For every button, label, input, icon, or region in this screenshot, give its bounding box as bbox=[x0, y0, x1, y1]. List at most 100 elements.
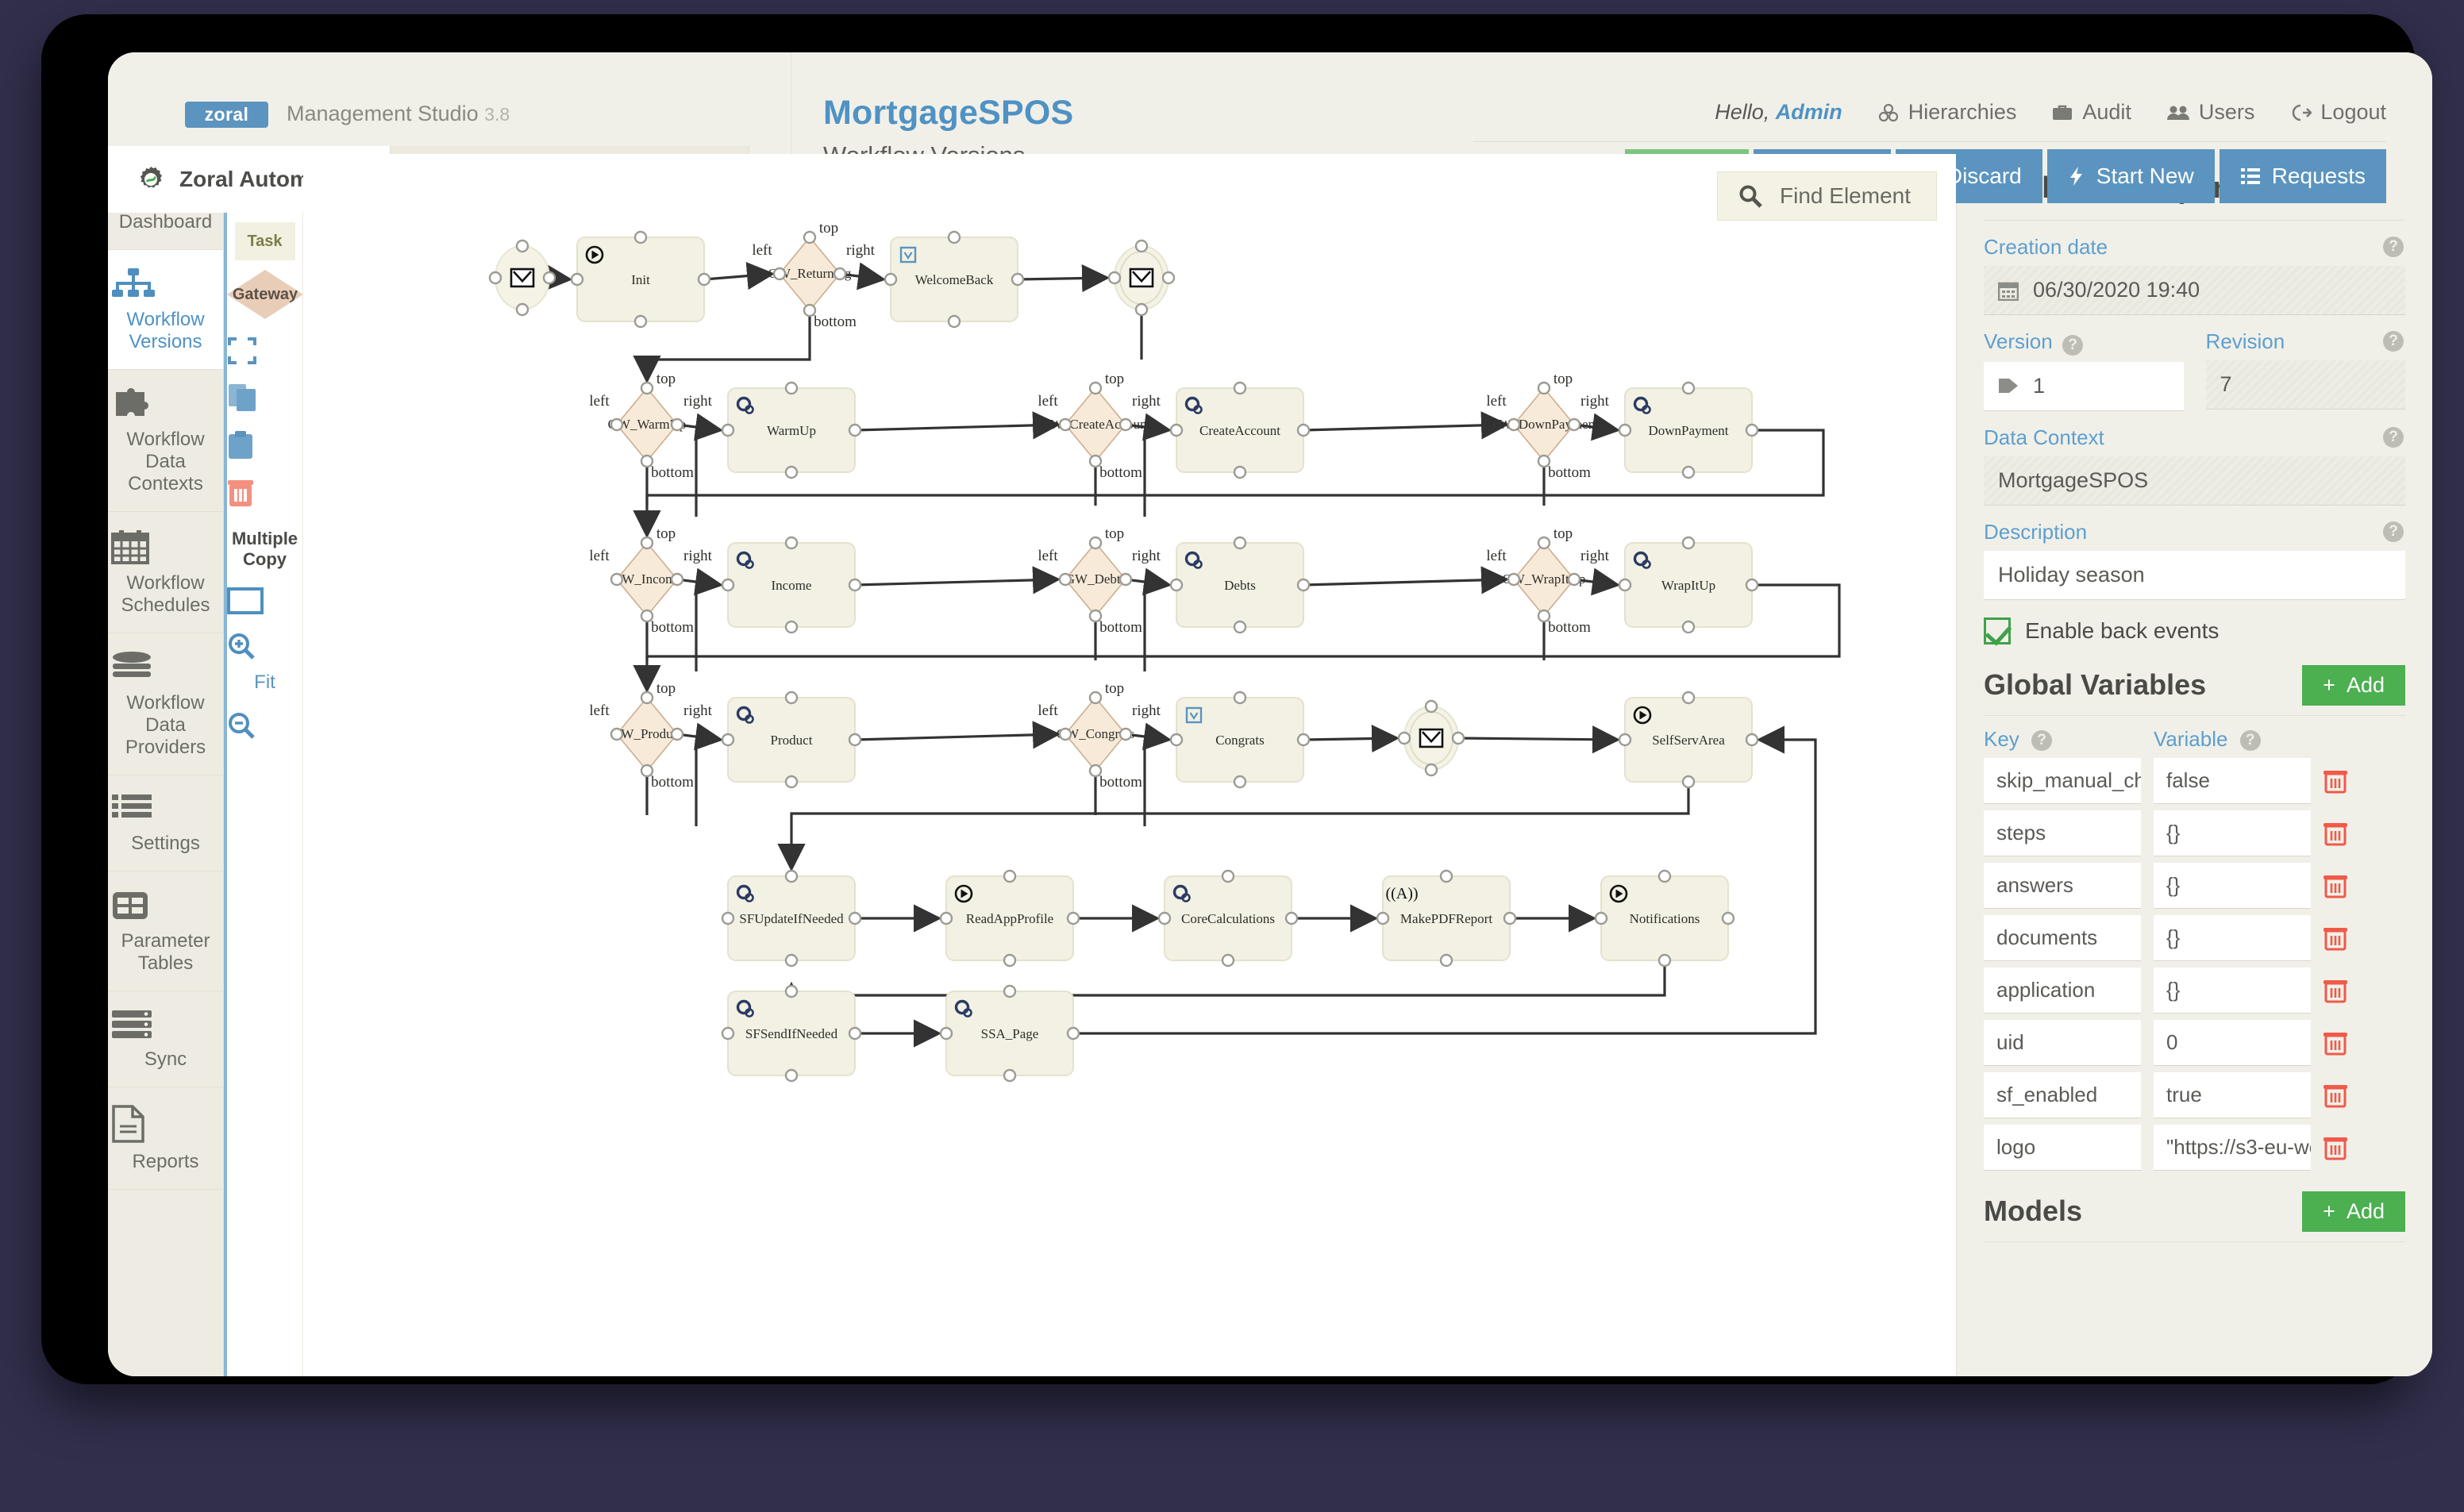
diagram-connector[interactable] bbox=[854, 566, 1061, 594]
diagram-event[interactable] bbox=[488, 239, 556, 317]
select-all-icon[interactable] bbox=[227, 337, 302, 365]
diagram-task[interactable]: SFSendIfNeeded bbox=[721, 984, 862, 1083]
multiple-copy-box-icon[interactable] bbox=[227, 587, 302, 614]
find-element-button[interactable]: Find Element bbox=[1717, 171, 1937, 221]
fit-button[interactable]: Fit bbox=[254, 671, 275, 693]
link-hierarchies[interactable]: Hierarchies bbox=[1877, 100, 2016, 125]
delete-icon[interactable] bbox=[227, 478, 302, 508]
link-audit[interactable]: Audit bbox=[2051, 100, 2131, 125]
global-variable-value-input[interactable]: {} bbox=[2154, 862, 2311, 909]
diagram-connector[interactable] bbox=[777, 782, 1690, 872]
diagram-connector[interactable] bbox=[676, 567, 724, 596]
global-variable-key-input[interactable]: documents bbox=[1984, 914, 2141, 961]
add-model-button[interactable]: + Add bbox=[2302, 1191, 2405, 1232]
diagram-connector[interactable] bbox=[854, 721, 1061, 749]
diagram-connector[interactable] bbox=[1303, 411, 1510, 440]
global-variable-key-input[interactable]: logo bbox=[1984, 1124, 2141, 1171]
zoom-out-icon[interactable] bbox=[227, 711, 302, 740]
global-variable-value-input[interactable]: 0 bbox=[2154, 1019, 2311, 1066]
global-variable-key-input[interactable]: sf_enabled bbox=[1984, 1071, 2141, 1118]
diagram-connector[interactable] bbox=[839, 262, 887, 290]
link-logout[interactable]: Logout bbox=[2289, 100, 2386, 125]
link-users[interactable]: Users bbox=[2166, 100, 2254, 125]
sidebar-item-workflow-schedules[interactable]: Workflow Schedules bbox=[108, 512, 223, 633]
diagram-connector[interactable] bbox=[1017, 264, 1111, 293]
diagram-connector[interactable] bbox=[1303, 724, 1400, 753]
diagram-connector[interactable] bbox=[633, 583, 1841, 694]
diagram-connector[interactable] bbox=[1073, 725, 1817, 1035]
diagram-connector[interactable] bbox=[1125, 722, 1172, 751]
diagram-connector[interactable] bbox=[1125, 413, 1172, 441]
delete-row-icon[interactable] bbox=[2323, 1135, 2347, 1160]
diagram-task[interactable]: CreateAccount bbox=[1169, 381, 1311, 479]
diagram-task[interactable]: Debts bbox=[1169, 536, 1311, 634]
diagram-task[interactable]: Notifications bbox=[1594, 869, 1735, 968]
sidebar-item-reports[interactable]: Reports bbox=[108, 1087, 223, 1190]
diagram-connector[interactable] bbox=[676, 413, 724, 441]
diagram-connector[interactable] bbox=[854, 411, 1061, 440]
sidebar-item-workflow-data-providers[interactable]: Workflow Data Providers bbox=[108, 633, 223, 775]
help-icon[interactable]: ? bbox=[2239, 729, 2261, 751]
diagram-event[interactable] bbox=[1107, 239, 1176, 317]
global-variable-key-input[interactable]: answers bbox=[1984, 862, 2141, 909]
global-variable-key-input[interactable]: uid bbox=[1984, 1019, 2141, 1066]
palette-gateway-shape[interactable]: Gateway bbox=[227, 270, 303, 319]
diagram-task[interactable]: SelfServArea bbox=[1618, 691, 1759, 789]
global-variable-key-input[interactable]: skip_manual_ch bbox=[1984, 757, 2141, 804]
diagram-task[interactable]: WelcomeBack bbox=[884, 230, 1025, 329]
diagram-connector[interactable] bbox=[1457, 725, 1621, 754]
help-icon[interactable]: ? bbox=[2383, 331, 2404, 352]
user-name[interactable]: Admin bbox=[1775, 100, 1842, 124]
diagram-connector[interactable] bbox=[1573, 413, 1621, 441]
global-variable-value-input[interactable]: {} bbox=[2154, 810, 2311, 856]
sidebar-item-sync[interactable]: Sync bbox=[108, 991, 223, 1087]
global-variable-value-input[interactable]: false bbox=[2154, 757, 2311, 804]
global-variable-key-input[interactable]: application bbox=[1984, 967, 2141, 1014]
sidebar-item-workflow-data-contexts[interactable]: Workflow Data Contexts bbox=[108, 370, 223, 512]
diagram-connector[interactable] bbox=[1125, 567, 1172, 596]
diagram-task[interactable]: DownPayment bbox=[1618, 381, 1759, 479]
diagram-task[interactable]: SSA_Page bbox=[939, 984, 1080, 1083]
delete-row-icon[interactable] bbox=[2323, 978, 2347, 1003]
global-variable-key-input[interactable]: steps bbox=[1984, 810, 2141, 856]
zoom-in-icon[interactable] bbox=[227, 632, 302, 660]
diagram-task[interactable]: Init bbox=[570, 230, 711, 329]
diagram-task[interactable]: WarmUp bbox=[721, 381, 862, 479]
diagram-task[interactable]: Congrats bbox=[1169, 691, 1311, 789]
start-new-button[interactable]: Start New bbox=[2046, 149, 2215, 203]
diagram-connector[interactable] bbox=[1573, 567, 1621, 596]
diagram-task[interactable]: SFUpdateIfNeeded bbox=[721, 869, 862, 968]
description-input[interactable]: Holiday season bbox=[1984, 550, 2405, 600]
delete-row-icon[interactable] bbox=[2323, 873, 2347, 898]
palette-task-shape[interactable]: Task bbox=[234, 222, 295, 260]
help-icon[interactable]: ? bbox=[2383, 426, 2404, 448]
diagram-task[interactable]: CoreCalculations bbox=[1157, 869, 1299, 968]
delete-row-icon[interactable] bbox=[2323, 925, 2347, 951]
diagram-connector[interactable] bbox=[633, 429, 1825, 539]
paste-icon[interactable] bbox=[227, 430, 302, 460]
sidebar-item-settings[interactable]: Settings bbox=[108, 775, 223, 871]
help-icon[interactable]: ? bbox=[2031, 729, 2053, 751]
help-icon[interactable]: ? bbox=[2383, 237, 2404, 257]
diagram-task[interactable]: MakePDFReport((A)) bbox=[1376, 869, 1517, 968]
copy-icon[interactable] bbox=[227, 383, 302, 413]
version-input[interactable]: 1 bbox=[1984, 361, 2184, 411]
requests-button[interactable]: Requests bbox=[2219, 149, 2386, 203]
diagram-connector[interactable] bbox=[1303, 566, 1510, 594]
delete-row-icon[interactable] bbox=[2323, 821, 2347, 846]
diagram-task[interactable]: ReadAppProfile bbox=[939, 869, 1080, 968]
delete-row-icon[interactable] bbox=[2323, 1030, 2347, 1056]
help-icon[interactable]: ? bbox=[2383, 521, 2404, 542]
diagram-connector[interactable] bbox=[676, 722, 724, 751]
